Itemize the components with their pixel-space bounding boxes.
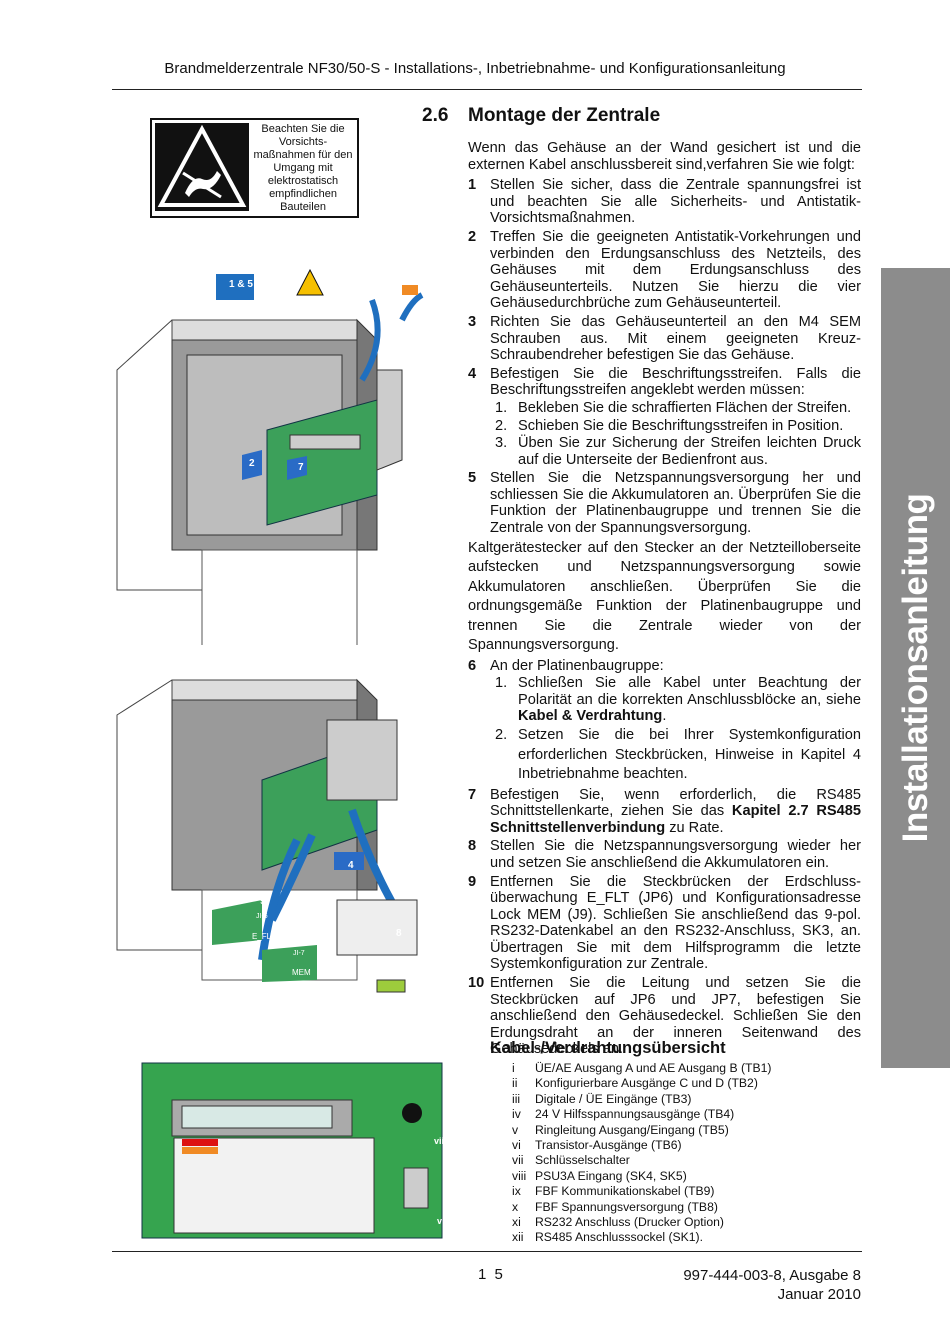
substep-item: 2.Schieben Sie die Beschriftungsstreifen… [495,417,844,434]
figure2-label-mem: MEM [292,968,311,977]
figure3-label-ix: ix [326,1240,334,1250]
figure-board-wiring [116,678,418,993]
figure2-label-ji6: JI-6 [256,913,268,920]
figure3-label-viii: viii [437,1216,450,1226]
figure3-label-i: i [193,1053,196,1063]
substep-item: 2.Setzen Sie die bei Ihrer Systemkonfigu… [495,727,861,783]
kaltgeraete-paragraph: Kaltgerätestecker auf den Stecker an der… [468,539,861,654]
figure2-label-8: 8 [396,928,402,939]
figure3-label-v: v [318,1053,324,1063]
substep-item: 1.Schließen Sie alle Kabel unter Beachtu… [495,675,861,725]
figure2-label-9a: 9 [260,896,266,907]
figure3-label-vii: vii [434,1136,445,1146]
esd-warning-text: Beachten Sie die Vorsichts-maßnahmen für… [253,123,353,213]
esd-warning-label: Beachten Sie die Vorsichts-maßnahmen für… [150,118,359,218]
substep-item: 1.Bekleben Sie die schraffierten Flächen… [495,399,852,416]
section-number: 2.6 [422,105,449,126]
figure3-label-vi: vi [403,1053,411,1063]
figure3-label-xi: xi [193,1240,201,1250]
intro-paragraph: Wenn das Gehäuse an der Wand gesichert i… [468,140,861,173]
instructions-column: Wenn das Gehäuse an der Wand gesichert i… [468,140,861,1058]
document-reference: 997-444-003-8, Ausgabe 8 Januar 2010 [683,1267,861,1303]
figure3-label-x: x [290,1240,296,1250]
figure1-label-2: 2 [249,458,255,469]
figure1-label-1-5: 1 & 5 [229,279,253,290]
figure2-label-9b: 9 [296,934,302,945]
figure3-label-ii: ii [214,1053,220,1063]
page-number: 1 5 [478,1266,505,1283]
header-rule [112,89,862,90]
footer-rule [112,1251,862,1252]
esd-warning-icon [155,123,249,211]
substep-item: 3.Üben Sie zur Sicherung der Streifen le… [495,435,861,468]
section-title: Montage der Zentrale [468,105,661,126]
figure1-label-7: 7 [298,462,304,473]
wiring-overview-title: Kabel-/Verdrahtungsübersicht [490,1039,726,1057]
figure3-label-iii: iii [242,1053,250,1063]
running-header: Brandmelderzentrale NF30/50-S - Installa… [164,60,786,77]
figure2-label-ji7: JI-7 [293,950,305,957]
chapter-side-tab-label: Installationsanleitung [895,493,935,843]
figure2-label-4: 4 [348,860,354,871]
figure-wiring-overview [141,1062,443,1239]
figure3-label-iv: iv [264,1053,272,1063]
figure-enclosure-mounting [116,268,424,645]
figure3-label-xii: xii [124,1161,135,1171]
figure2-label-eflt: E_FLT [252,932,276,941]
chapter-side-tab: Installationsanleitung [881,268,950,1068]
